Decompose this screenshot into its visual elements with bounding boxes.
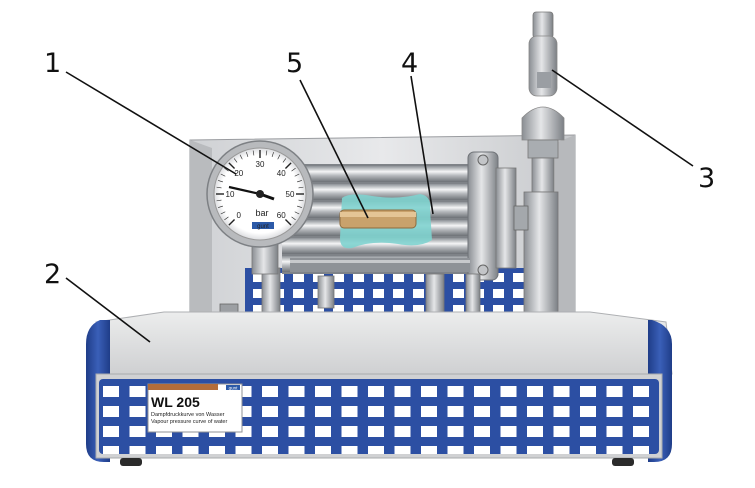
gauge-minor-tick: [218, 205, 224, 208]
nameplate-brand: gunt: [229, 386, 239, 391]
callout-4: 4: [401, 48, 418, 79]
gauge-minor-tick: [291, 167, 296, 172]
housing: [86, 311, 673, 466]
leader-lines: [65, 69, 694, 343]
leader-line-4: [410, 75, 434, 215]
gauge-scale-label: 0: [237, 211, 242, 220]
gauge-minor-tick: [246, 152, 249, 158]
gauge-unit: bar: [255, 208, 268, 218]
gauge-major-tick: [228, 162, 236, 170]
nameplate-line-de: Dampfdruckkurve von Wasser: [151, 412, 225, 418]
callout-1: 1: [44, 48, 61, 79]
pressure-gauge: 0 10 20 30 40 50 60 bar gunt: [206, 140, 314, 275]
gauge-minor-tick: [298, 186, 304, 189]
gauge-minor-tick: [294, 173, 300, 177]
leader-line-3: [551, 69, 694, 167]
gauge-minor-tick: [252, 150, 255, 156]
gauge-minor-tick: [291, 216, 296, 221]
gauge-minor-tick: [220, 211, 226, 215]
callout-5: 5: [286, 48, 303, 79]
gauge-minor-tick: [277, 154, 281, 160]
gauge-minor-tick: [216, 186, 222, 189]
gauge-major-tick: [228, 218, 236, 226]
gauge-minor-tick: [282, 158, 287, 163]
gauge-minor-tick: [296, 205, 302, 208]
gauge-minor-tick: [239, 154, 243, 160]
gauge-minor-tick: [224, 216, 229, 221]
gauge-minor-tick: [216, 199, 222, 202]
callout-2: 2: [44, 259, 61, 290]
heating-element: [339, 194, 432, 249]
gauge-scale-label: 60: [277, 211, 286, 220]
gauge-scale-label: 40: [277, 169, 286, 178]
leader-line-5: [299, 79, 369, 219]
leader-line-1: [65, 71, 237, 175]
nameplate: gunt WL 205 Dampfdruckkurve von Wasser V…: [147, 383, 243, 433]
gauge-scale-label: 50: [286, 190, 295, 199]
callout-3: 3: [698, 163, 715, 194]
gauge-scale-label: 20: [234, 169, 243, 178]
safety-valve: [521, 11, 565, 333]
gauge-ticks: [216, 150, 304, 226]
gauge-major-tick: [284, 162, 292, 170]
gauge-minor-tick: [220, 173, 226, 177]
gauge-minor-tick: [265, 150, 268, 156]
gauge-minor-tick: [298, 199, 304, 202]
nameplate-model: WL 205: [151, 394, 200, 410]
nameplate-line-en: Vapour pressure curve of water: [151, 419, 227, 425]
gauge-minor-tick: [296, 180, 302, 183]
gauge-scale-label: 30: [256, 160, 265, 169]
callouts: 1 2 3 4 5: [44, 48, 715, 290]
gauge-minor-tick: [233, 158, 238, 163]
gauge-major-tick: [284, 218, 292, 226]
gauge-brand: gunt: [257, 224, 269, 230]
gauge-scale-label: 10: [226, 190, 235, 199]
gauge-minor-tick: [218, 180, 224, 183]
gauge-minor-tick: [271, 152, 274, 158]
leader-line-2: [65, 277, 151, 343]
gauge-scale: 0 10 20 30 40 50 60: [226, 160, 295, 220]
gauge-minor-tick: [224, 167, 229, 172]
gauge-minor-tick: [294, 211, 300, 215]
